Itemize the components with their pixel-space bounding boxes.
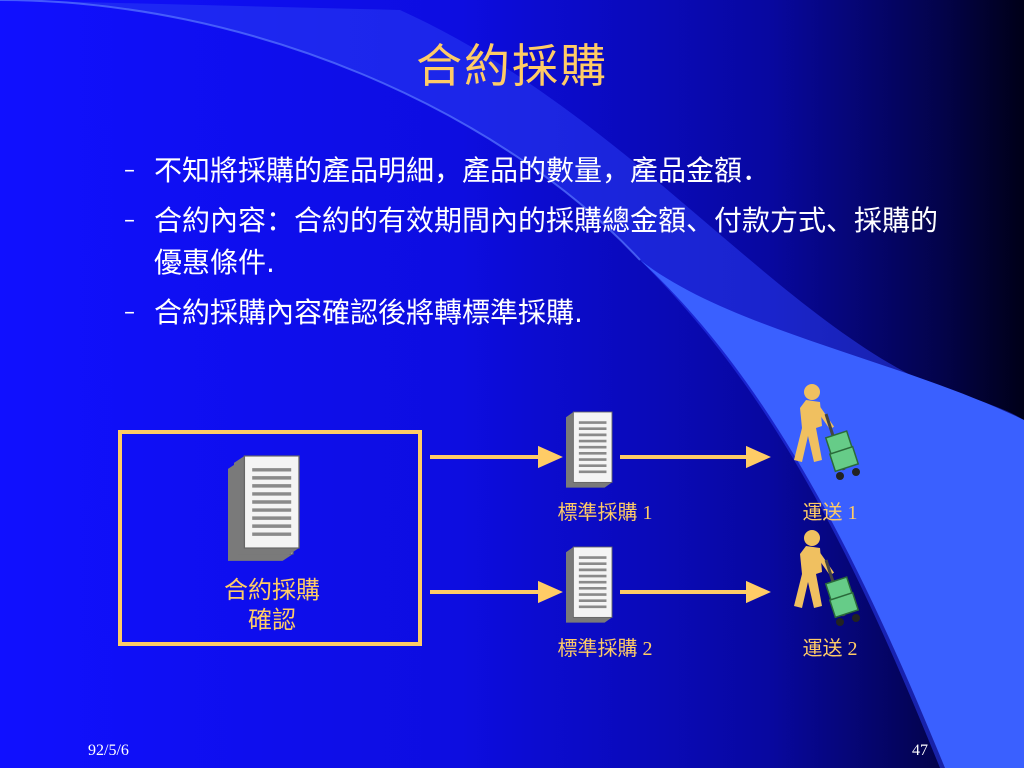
bullet-text: 合約內容：合約的有效期間內的採購總金額、付款方式、採購的優惠條件. (154, 204, 939, 279)
bullet-item: – 合約內容：合約的有效期間內的採購總金額、付款方式、採購的優惠條件. (120, 200, 950, 284)
bullet-item: – 合約採購內容確認後將轉標準採購. (120, 292, 950, 334)
document-icon (564, 410, 614, 490)
delivery-person-icon (794, 384, 860, 480)
document-icon (226, 454, 301, 563)
ship1-label: 運送 1 (802, 502, 858, 524)
arrow-right-icon (430, 445, 563, 469)
arrow-right-icon (620, 445, 771, 469)
box-label-line2: 確認 (248, 608, 296, 634)
bullet-item: – 不知將採購的產品明細，產品的數量，產品金額． (120, 150, 950, 192)
box-label-line1: 合約採購 (224, 578, 320, 604)
bullet-marker: – (124, 158, 135, 183)
bullet-text: 不知將採購的產品明細，產品的數量，產品金額． (154, 154, 771, 187)
order1-label: 標準採購 1 (557, 502, 653, 524)
contract-confirmation-box (118, 430, 422, 646)
footer-date: 92/5/6 (88, 742, 129, 759)
slide-title: 合約採購 (416, 39, 608, 93)
delivery-person-icon (794, 530, 860, 626)
bullet-marker: – (124, 300, 135, 325)
ship2-label: 運送 2 (802, 638, 858, 660)
arrow-right-icon (430, 580, 563, 604)
contract-confirmation-label: 合約採購 確認 (180, 576, 364, 636)
arrow-right-icon (620, 580, 771, 604)
bullet-list: – 不知將採購的產品明細，產品的數量，產品金額． – 合約內容：合約的有效期間內… (120, 150, 950, 342)
footer-page-number: 47 (912, 742, 928, 759)
bullet-text: 合約採購內容確認後將轉標準採購. (154, 296, 583, 329)
document-icon (564, 545, 614, 625)
order2-label: 標準採購 2 (557, 638, 653, 660)
bullet-marker: – (124, 208, 135, 233)
